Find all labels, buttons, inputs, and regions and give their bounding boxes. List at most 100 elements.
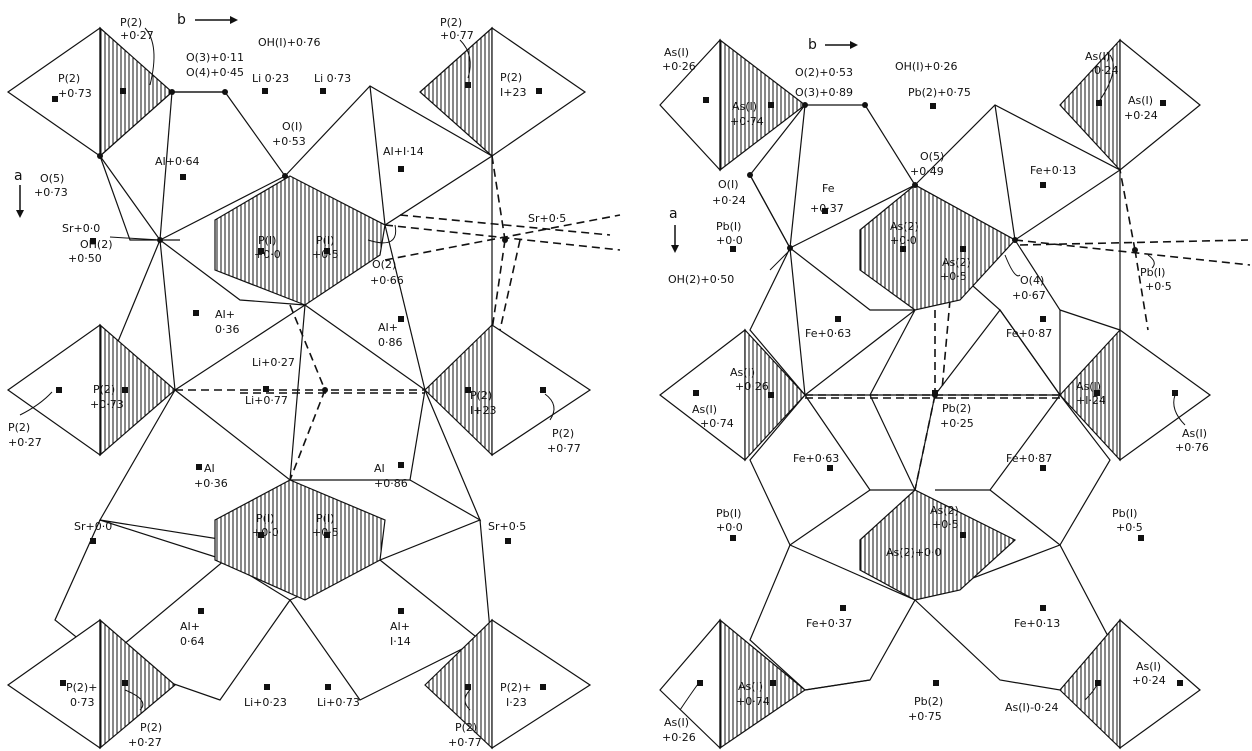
- atom-label: +0·0: [890, 234, 917, 247]
- atom-label: Fe+0·87: [1006, 327, 1052, 340]
- atom-label: Pb(I): [716, 507, 741, 520]
- atom-marker: [1040, 182, 1046, 188]
- atom-marker: [263, 386, 269, 392]
- atom-label: As(I): [1085, 50, 1110, 63]
- atom-marker: [180, 174, 186, 180]
- tetrahedron-face: [744, 328, 806, 462]
- atom-marker: [697, 680, 703, 686]
- left-atom-markers: [52, 82, 546, 690]
- atom-marker: [465, 387, 471, 393]
- atom-label: P(2): [440, 16, 462, 29]
- atom-marker: [1138, 535, 1144, 541]
- atom-marker: [1094, 390, 1100, 396]
- oxygen-node: [97, 153, 103, 159]
- tetrahedron-face: [859, 184, 1016, 311]
- tetrahedron-face: [1119, 618, 1201, 750]
- oxygen-node: [1132, 247, 1138, 253]
- oxygen-node: [282, 173, 288, 179]
- atom-label: P(2): [8, 421, 30, 434]
- atom-label: +0·73: [90, 398, 124, 411]
- atom-label: I·14: [390, 635, 411, 648]
- atom-label: AI+0·64: [155, 155, 199, 168]
- atom-marker: [258, 248, 264, 254]
- oxygen-node: [787, 245, 793, 251]
- atom-label: AI+: [390, 620, 410, 633]
- atom-marker: [822, 208, 828, 214]
- atom-label: O(I): [282, 120, 303, 133]
- atom-label: AI+I·14: [383, 145, 424, 158]
- oxygen-node: [322, 387, 328, 393]
- atom-marker: [398, 316, 404, 322]
- oxygen-node: [502, 237, 508, 243]
- atom-label: P(2): [140, 721, 162, 734]
- atom-label: Fe+0·37: [806, 617, 852, 630]
- atom-label: +0·77: [448, 736, 482, 749]
- atom-label: +0·25: [940, 417, 974, 430]
- atom-label: Fe+0·63: [805, 327, 851, 340]
- atom-label: P(I): [256, 512, 274, 525]
- atom-label: +0·76: [1175, 441, 1209, 454]
- atom-label: +0·5: [940, 270, 967, 283]
- atom-marker: [398, 166, 404, 172]
- atom-marker: [324, 532, 330, 538]
- atom-label: +0·0: [716, 521, 743, 534]
- atom-marker: [730, 246, 736, 252]
- oxygen-node: [222, 89, 228, 95]
- atom-label: Pb(2): [914, 695, 943, 708]
- atom-marker: [90, 238, 96, 244]
- atom-marker: [540, 684, 546, 690]
- atom-label: +0·5: [312, 526, 339, 539]
- atom-label: +0·86: [374, 477, 408, 490]
- right-labels: b a As(I) +0·26 O(2)+0·53 O(3)+0·89 OH(I…: [662, 37, 1209, 744]
- atom-label: +0·77: [547, 442, 581, 455]
- atom-label: Sr+0·0: [62, 222, 100, 235]
- atom-label: As(I): [1136, 660, 1161, 673]
- atom-label: O(I): [718, 178, 739, 191]
- atom-marker: [122, 387, 128, 393]
- atom-label: P(I): [258, 234, 276, 247]
- atom-label: +0·75: [908, 710, 942, 723]
- atom-label: P(I): [316, 512, 334, 525]
- atom-label: As(I): [730, 366, 755, 379]
- atom-label: P(2): [120, 16, 142, 29]
- atom-label: As(I): [738, 680, 763, 693]
- left-axis-b-label: b: [177, 12, 186, 28]
- atom-label: O(2): [372, 258, 396, 271]
- right-atom-markers: [693, 97, 1183, 686]
- atom-label: O(2)+0·53: [795, 66, 853, 79]
- atom-marker: [90, 538, 96, 544]
- right-tetrahedra: [659, 38, 1212, 750]
- atom-label: Pb(2)+0·75: [908, 86, 971, 99]
- atom-marker: [465, 82, 471, 88]
- atom-label: AI: [374, 462, 385, 475]
- atom-label: +0·24: [712, 194, 746, 207]
- atom-label: +0·67: [1012, 289, 1046, 302]
- tetrahedron-face: [214, 175, 386, 306]
- atom-label: +0·74: [730, 115, 764, 128]
- tetrahedron-face: [659, 328, 746, 462]
- atom-label: AI: [204, 462, 215, 475]
- atom-marker: [960, 532, 966, 538]
- right-axes: [671, 41, 858, 253]
- atom-label: +0·74: [736, 695, 770, 708]
- atom-label: +I·24: [1076, 394, 1106, 407]
- atom-label: P(I): [316, 234, 334, 247]
- atom-label: +0·0: [254, 248, 281, 261]
- atom-label: As(I): [664, 716, 689, 729]
- atom-label: Fe+0·63: [793, 452, 839, 465]
- atom-label: As(I): [732, 100, 757, 113]
- atom-marker: [1096, 100, 1102, 106]
- atom-marker: [465, 684, 471, 690]
- atom-marker: [840, 605, 846, 611]
- oxygen-node: [802, 102, 808, 108]
- atom-label: O(4)+0·45: [186, 66, 244, 79]
- atom-label: OH(2): [80, 238, 113, 251]
- atom-label: +0·24: [1124, 109, 1158, 122]
- atom-marker: [1040, 465, 1046, 471]
- atom-label: P(2): [500, 71, 522, 84]
- atom-label: +0·50: [68, 252, 102, 265]
- atom-label: As(I): [1128, 94, 1153, 107]
- left-axes: [16, 16, 238, 218]
- atom-label: As(I): [1076, 380, 1101, 393]
